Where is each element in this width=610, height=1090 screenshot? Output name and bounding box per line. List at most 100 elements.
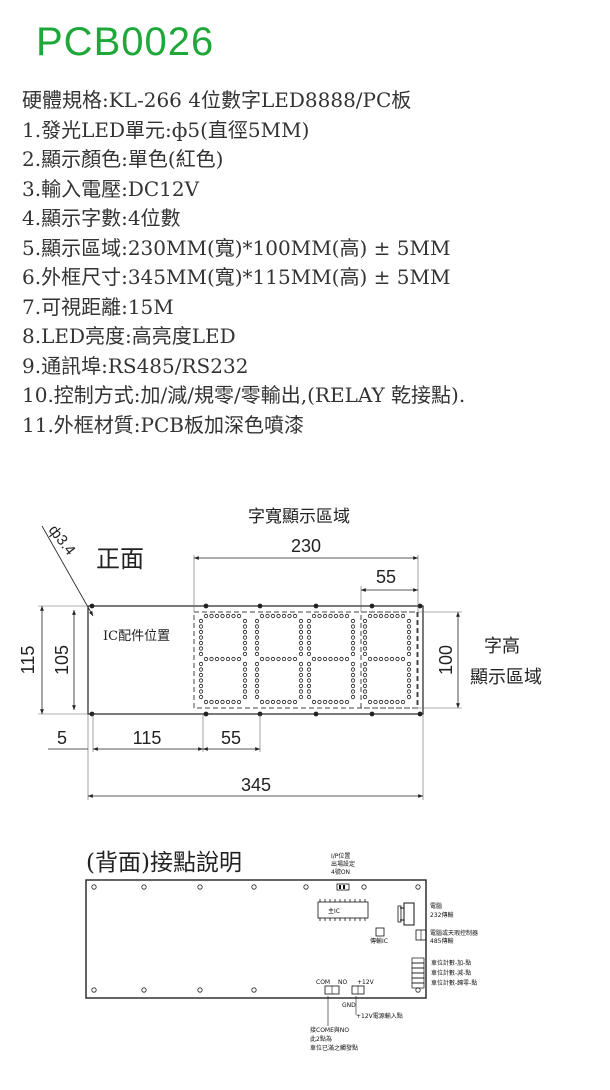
spec-item: 2.顯示顏色:單色(紅色) <box>22 147 224 171</box>
height-display-label-1: 字高 <box>484 636 520 657</box>
led-dot <box>231 613 236 619</box>
led-dot <box>254 646 260 651</box>
led-dot <box>350 661 356 667</box>
led-dot <box>306 678 312 683</box>
led-dot <box>265 699 270 705</box>
led-dot <box>350 635 356 640</box>
led-dot <box>209 699 214 705</box>
led-dot <box>406 667 412 672</box>
led-dot <box>225 613 231 619</box>
led-dot <box>328 699 333 705</box>
db9-connector-face <box>397 905 402 923</box>
count-terminal-block <box>411 957 425 989</box>
led-dot <box>306 651 312 657</box>
led-dot <box>220 699 225 705</box>
led-dot <box>306 635 312 640</box>
dip-switch <box>336 883 350 891</box>
led-dot <box>254 672 260 678</box>
back-mounting-hole <box>303 884 309 890</box>
led-dot <box>373 699 378 705</box>
led-dot <box>306 689 312 694</box>
led-dot <box>298 683 304 689</box>
back-mounting-hole <box>361 884 367 890</box>
back-mounting-hole <box>197 987 203 993</box>
led-dot <box>339 656 344 662</box>
led-dot <box>298 646 304 651</box>
led-dot <box>203 656 209 662</box>
led-dot <box>198 694 204 700</box>
led-dot <box>292 656 298 662</box>
led-dot <box>298 629 304 635</box>
factory-setting-label: 出場設定 <box>331 860 355 868</box>
led-dot <box>242 646 248 651</box>
front-view: 正面 ф3.4 字寬顯示區域 IC配件位置 230 55 100 字高 顯示區域 <box>18 507 542 800</box>
led-dot <box>287 613 292 619</box>
led-dot <box>259 656 265 662</box>
led-dot <box>350 683 356 689</box>
led-dot <box>214 699 220 705</box>
led-dot <box>400 699 406 705</box>
count-terminal-slot <box>411 982 425 989</box>
db9-connector <box>400 902 415 926</box>
led-dot <box>378 613 384 619</box>
led-dot <box>406 640 412 646</box>
led-dot <box>231 656 236 662</box>
led-dot <box>367 656 373 662</box>
spec-item: 1.發光LED單元:ф5(直徑5MM) <box>22 117 310 142</box>
led-dot <box>395 613 400 619</box>
count-subtract-label: 車位計數-減-點 <box>431 969 471 977</box>
page-title: PCB0026 <box>36 20 215 64</box>
led-dot <box>350 640 356 646</box>
led-dot <box>198 683 204 689</box>
led-dot <box>298 678 304 683</box>
height-display-label-2: 顯示區域 <box>470 667 542 688</box>
led-dot <box>317 699 322 705</box>
led-dot <box>254 661 260 667</box>
led-dot <box>242 667 248 672</box>
led-dot <box>270 699 276 705</box>
led-dot <box>254 689 260 694</box>
dim-105: 105 <box>52 645 72 675</box>
main-ic-pins <box>319 899 366 921</box>
led-dot <box>306 618 312 624</box>
switch-4-on-label: 4號ON <box>331 868 350 876</box>
led-dot <box>362 646 368 651</box>
led-dot <box>298 689 304 694</box>
led-dot <box>306 646 312 651</box>
led-dot <box>406 618 412 624</box>
mounting-hole <box>257 603 263 609</box>
display-area <box>193 611 419 709</box>
led-dot <box>344 613 350 619</box>
led-dot <box>406 672 412 678</box>
led-dot <box>317 613 322 619</box>
led-dot <box>350 618 356 624</box>
led-dot <box>198 624 204 629</box>
relay-note-2: 此2點為 <box>310 1035 332 1043</box>
led-dot <box>236 699 242 705</box>
led-dot <box>276 613 281 619</box>
led-dot <box>395 656 400 662</box>
led-dot <box>203 699 209 705</box>
led-dot <box>203 613 209 619</box>
dim-345: 345 <box>241 775 271 795</box>
led-dot <box>400 656 406 662</box>
count-add-label: 車位計數-加-點 <box>431 959 471 967</box>
digit-area <box>360 611 418 709</box>
led-dot <box>406 689 412 694</box>
led-dot <box>350 651 356 657</box>
led-dot <box>333 699 339 705</box>
led-dot <box>306 624 312 629</box>
led-dot <box>362 667 368 672</box>
led-dot <box>287 656 292 662</box>
led-dot <box>378 656 384 662</box>
back-mounting-holes <box>91 884 421 993</box>
led-dot <box>395 699 400 705</box>
led-dot <box>254 635 260 640</box>
spec-item: 10.控制方式:加/減/規零/零輸出,(RELAY 乾接點). <box>22 383 466 407</box>
back-mounting-hole <box>91 987 97 993</box>
led-dot <box>236 656 242 662</box>
led-dot <box>339 613 344 619</box>
led-dot <box>362 689 368 694</box>
led-dot <box>350 624 356 629</box>
led-dot <box>198 667 204 672</box>
